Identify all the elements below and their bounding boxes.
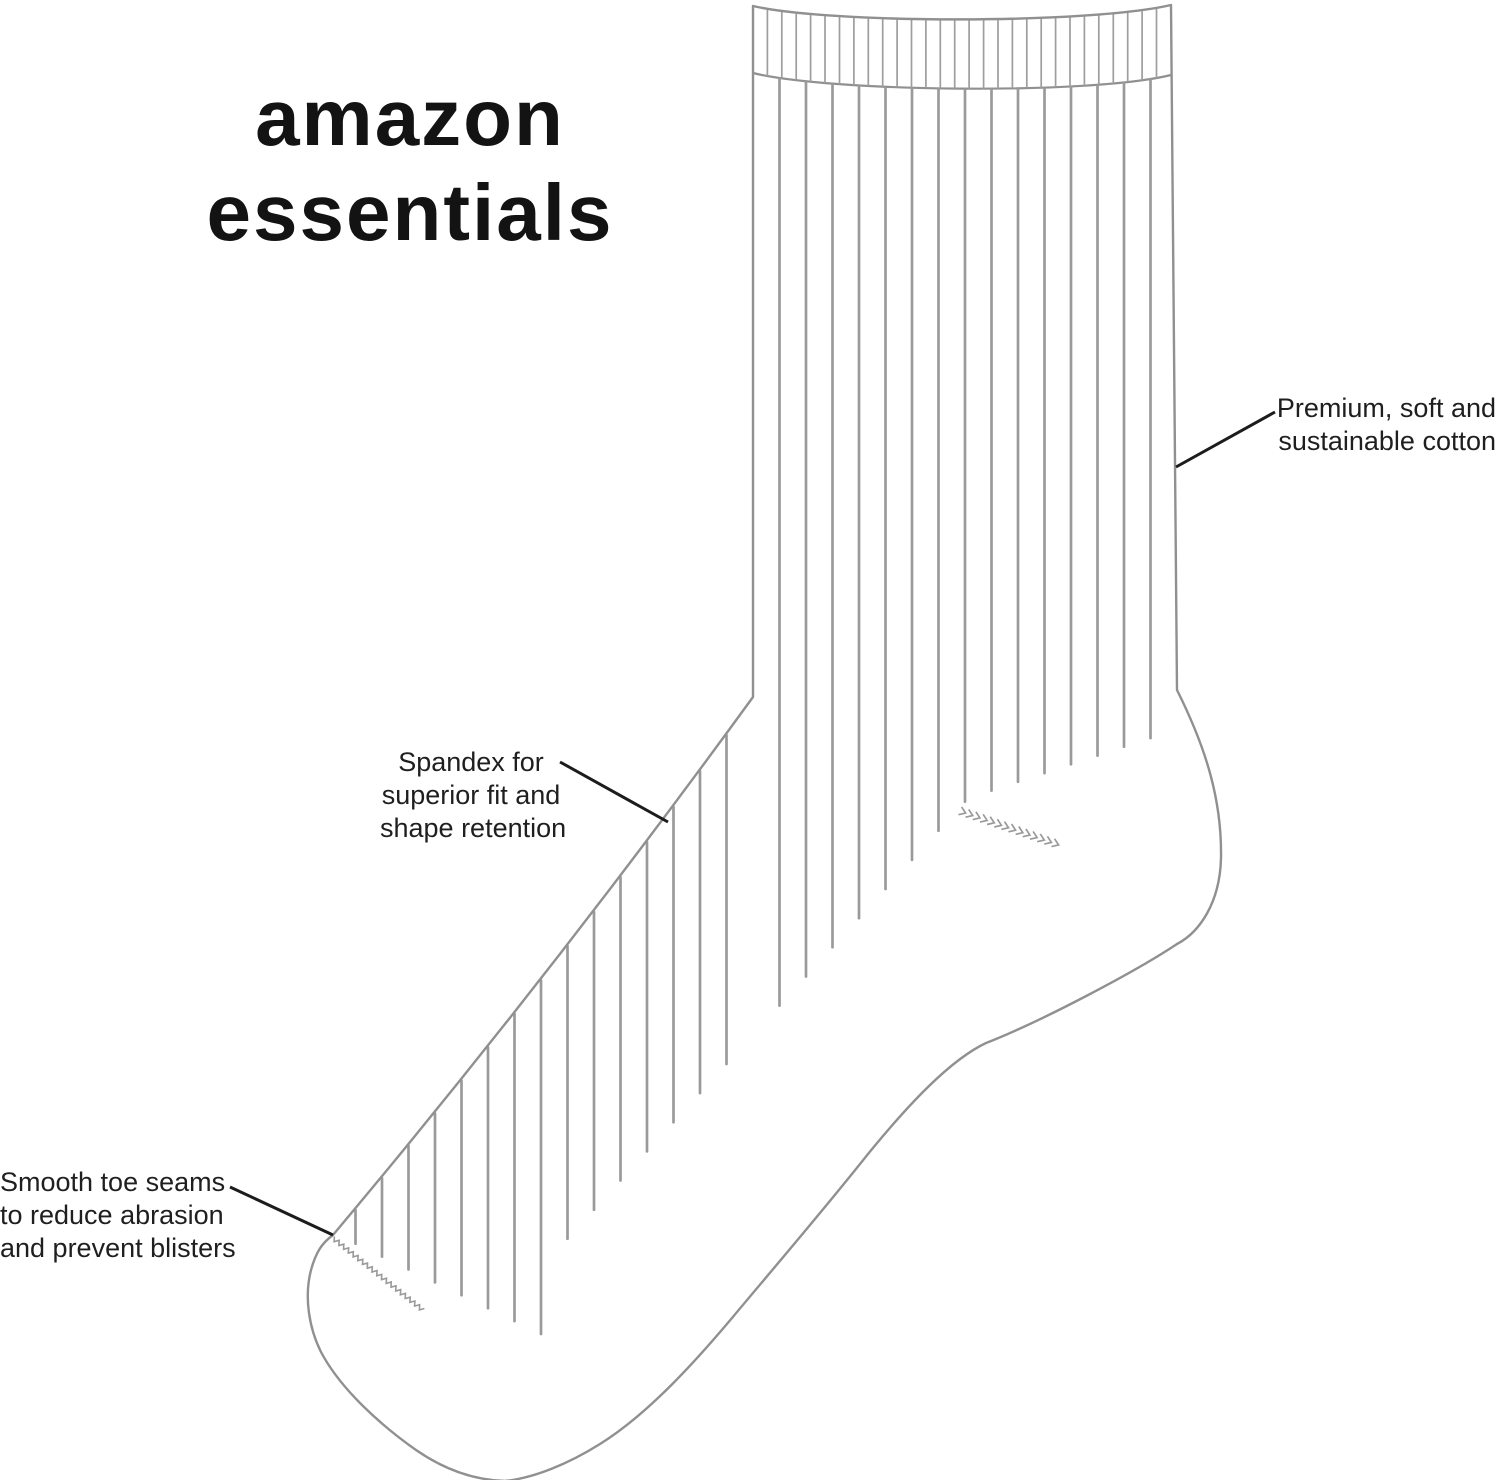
leader-line-toe	[229, 1185, 334, 1237]
callout-cotton: Premium, soft and sustainable cotton	[1277, 392, 1496, 458]
callout-spandex-line3: shape retention	[380, 813, 567, 843]
callout-toe-line1: Smooth toe seams	[0, 1167, 226, 1197]
leader-line-spandex	[559, 760, 669, 824]
callout-spandex: Spandex for superior fit and shape reten…	[380, 746, 567, 845]
instep-ribbing	[354, 733, 728, 1336]
callout-toe-line2: to reduce abrasion	[0, 1200, 224, 1230]
callout-cotton-line2: sustainable cotton	[1278, 426, 1496, 456]
cuff-band	[752, 71, 1172, 90]
callout-cotton-line1: Premium, soft and	[1276, 393, 1496, 423]
brand-logo: amazon essentials	[120, 70, 700, 260]
leg-ribbing	[778, 77, 1152, 1007]
callout-toe-line3: and prevent blisters	[0, 1233, 236, 1263]
toe-seam-zigzag	[333, 1236, 425, 1311]
brand-logo-line1: amazon	[255, 73, 565, 162]
callout-toe-seams: Smooth toe seams to reduce abrasion and …	[0, 1166, 236, 1265]
heel-stitch-chevrons	[958, 806, 1060, 848]
callout-spandex-line1: Spandex for	[398, 747, 544, 777]
leader-line-cotton	[1175, 410, 1276, 469]
brand-logo-line2: essentials	[206, 168, 614, 257]
callout-spandex-line2: superior fit and	[381, 780, 561, 810]
sock-outline	[306, 3, 1223, 1480]
leader-lines	[229, 410, 1276, 1237]
cuff-ribbing	[766, 8, 1158, 89]
